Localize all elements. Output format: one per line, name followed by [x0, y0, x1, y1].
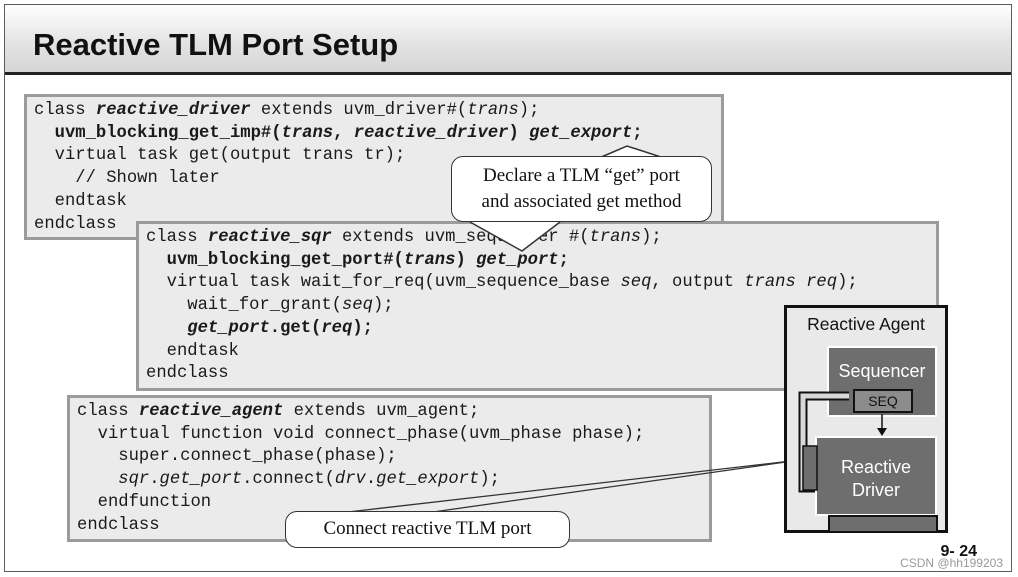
code-line: uvm_blocking_get_port#(trans) get_port;	[146, 250, 569, 272]
code-line: get_port.get(req);	[146, 318, 373, 340]
code-token: get_port	[159, 470, 243, 490]
code-token: class	[77, 402, 139, 421]
code-token: class	[146, 228, 208, 247]
code-token: );	[518, 101, 540, 120]
declare-callout: Declare a TLM “get” port and associated …	[451, 156, 712, 222]
slide-frame	[4, 4, 1012, 572]
code-token: trans	[281, 123, 334, 143]
code-token: seq	[341, 296, 373, 316]
code-token: endclass	[146, 364, 229, 384]
code-token: reactive_agent	[138, 402, 284, 421]
driver-label-line2: Driver	[852, 480, 900, 500]
code-token: virtual task wait_for_req(uvm_sequence_b…	[146, 273, 621, 293]
code-line: endfunction	[77, 492, 211, 514]
code-token: get_export	[376, 470, 480, 490]
code-token: req	[321, 318, 353, 338]
code-line: endclass	[146, 363, 229, 385]
code-line: super.connect_phase(phase);	[77, 446, 397, 468]
code-token: );	[837, 273, 858, 293]
code-line: class reactive_agent extends uvm_agent;	[77, 401, 479, 423]
driver-label-line1: Reactive	[840, 457, 912, 477]
code-token: extends uvm_agent;	[283, 402, 480, 421]
code-line: virtual function void connect_phase(uvm_…	[77, 424, 645, 446]
connect-callout-text: Connect reactive TLM port	[323, 518, 532, 539]
code-token: get_port	[476, 250, 559, 270]
code-line: endtask	[34, 191, 127, 213]
code-token: );	[352, 318, 373, 338]
code-token: super.connect_phase(phase);	[77, 447, 397, 467]
code-token: );	[372, 296, 394, 316]
code-token: ,	[333, 123, 354, 143]
code-token: reactive_sqr	[207, 228, 332, 247]
code-token: wait_for_grant(	[146, 296, 342, 316]
code-token: , output	[651, 273, 745, 293]
code-token	[146, 319, 187, 338]
code-token: sqr	[118, 470, 150, 490]
code-token: .connect(	[242, 470, 335, 490]
code-line: endtask	[146, 341, 239, 363]
declare-callout-line2: and associated get method	[481, 191, 682, 212]
code-token: trans	[467, 101, 519, 120]
code-token: get_export	[529, 123, 633, 143]
code-token: uvm_blocking_get_imp#(	[34, 123, 282, 143]
code-token: )	[455, 250, 477, 270]
code-token: );	[641, 228, 662, 247]
code-token: get_port	[187, 318, 270, 338]
page-number: 9- 24	[940, 543, 977, 560]
code-token: endtask	[34, 191, 127, 211]
code-line: // Shown later	[34, 168, 220, 190]
code-token	[77, 470, 118, 489]
code-token: trans	[589, 228, 642, 247]
seq-box: SEQ	[853, 389, 913, 413]
code-token: virtual task get(output trans tr);	[34, 146, 406, 166]
code-token: );	[479, 470, 500, 490]
watermark: CSDN @hh199203	[900, 556, 1003, 570]
code-token: reactive_driver	[353, 123, 509, 143]
connect-callout: Connect reactive TLM port	[285, 511, 570, 548]
code-line: endclass	[34, 214, 117, 236]
code-line: endclass	[77, 515, 160, 537]
code-line: virtual task get(output trans tr);	[34, 145, 406, 167]
seq-label: SEQ	[868, 393, 898, 409]
code-token: endfunction	[77, 492, 212, 512]
code-token: ;	[632, 123, 643, 143]
code-token: .	[149, 470, 160, 490]
code-token: class	[34, 101, 96, 120]
code-line: sqr.get_port.connect(drv.get_export);	[77, 469, 500, 491]
title-bar: Reactive TLM Port Setup	[5, 5, 1011, 75]
code-token: trans req	[744, 273, 838, 293]
slide-title: Reactive TLM Port Setup	[33, 27, 399, 62]
code-token: ;	[558, 250, 569, 270]
declare-callout-line1: Declare a TLM “get” port	[483, 165, 680, 186]
code-line: class reactive_sqr extends uvm_sequencer…	[146, 227, 662, 249]
code-token: // Shown later	[34, 169, 220, 189]
code-token: reactive_driver	[95, 101, 251, 120]
code-token: extends uvm_driver#(	[250, 101, 468, 120]
code-line: uvm_blocking_get_imp#(trans, reactive_dr…	[34, 123, 643, 145]
code-token: seq	[620, 273, 652, 293]
code-token: trans	[403, 250, 456, 270]
reactive-agent-diagram: Reactive Agent Sequencer Reactive Driver…	[784, 305, 948, 533]
port-connection	[798, 391, 938, 533]
code-token: endtask	[146, 341, 239, 361]
code-token: extends uvm_sequencer #(	[331, 228, 590, 247]
code-token: endclass	[77, 515, 160, 535]
code-line: virtual task wait_for_req(uvm_sequence_b…	[146, 272, 858, 294]
code-token: drv	[334, 470, 366, 490]
agent-label: Reactive Agent	[807, 314, 925, 334]
code-token: uvm_blocking_get_port#(	[146, 250, 404, 270]
code-line: wait_for_grant(seq);	[146, 295, 394, 317]
code-line: class reactive_driver extends uvm_driver…	[34, 100, 539, 122]
code-token: .	[365, 470, 377, 490]
code-token: .get(	[269, 318, 322, 338]
code-token: endclass	[34, 214, 117, 234]
code-token: )	[508, 123, 530, 143]
sequencer-label: Sequencer	[838, 361, 926, 381]
code-token: virtual function void connect_phase(uvm_…	[77, 424, 645, 444]
